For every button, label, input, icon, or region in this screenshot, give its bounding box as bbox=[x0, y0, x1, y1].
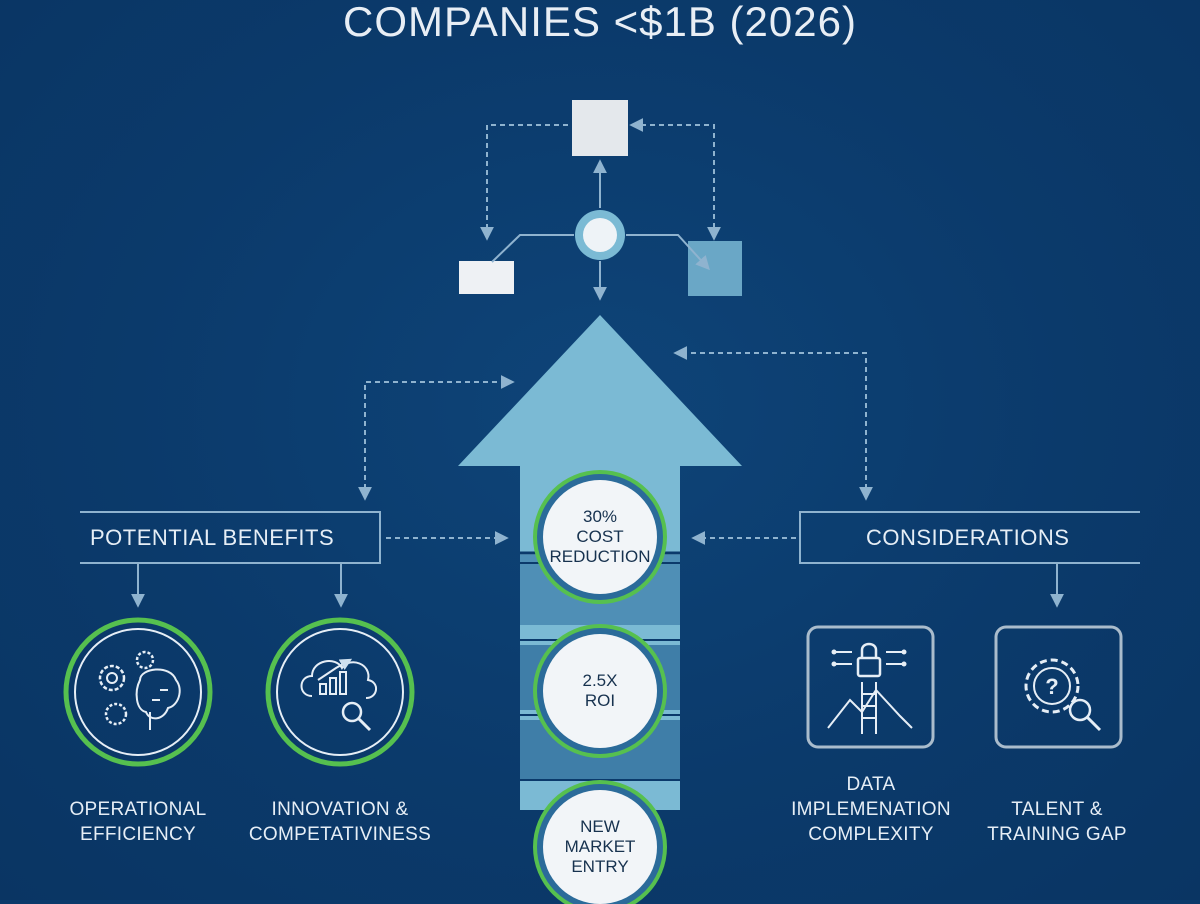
metric-label: REDUCTION bbox=[549, 547, 651, 566]
metric-label: MARKET bbox=[564, 837, 636, 856]
caption-talent-gap: TALENT & TRAINING GAP bbox=[957, 797, 1157, 847]
gears-brain-icon bbox=[63, 617, 213, 767]
connector-benefits-up bbox=[358, 375, 515, 501]
connector-top-right bbox=[629, 118, 721, 241]
connector-considerations-up bbox=[673, 346, 873, 501]
caption-operational-efficiency: OPERATIONAL EFFICIENCY bbox=[38, 797, 238, 847]
branch-benefits bbox=[137, 563, 341, 605]
svg-text:?: ? bbox=[1045, 674, 1058, 699]
metric-label: ROI bbox=[584, 691, 616, 710]
metric-new-market-entry: NEW MARKET ENTRY bbox=[543, 790, 657, 904]
right-node-box bbox=[688, 241, 742, 296]
metric-value: 30% bbox=[582, 507, 618, 526]
caption-line: COMPETATIVINESS bbox=[248, 824, 432, 845]
considerations-label-frame bbox=[799, 511, 1140, 564]
caption-data-complexity: DATA IMPLEMENATION COMPLEXITY bbox=[771, 772, 971, 847]
connector-hub-left bbox=[491, 234, 574, 263]
considerations-label: CONSIDERATIONS bbox=[866, 525, 1070, 550]
caption-line: EFFICIENCY bbox=[80, 824, 196, 845]
caption-line: DATA bbox=[846, 774, 896, 795]
caption-line: INNOVATION & bbox=[271, 799, 409, 820]
benefits-label: POTENTIAL BENEFITS bbox=[90, 525, 335, 550]
connector-top-left bbox=[480, 124, 568, 241]
metric-value: 2.5X bbox=[582, 671, 618, 690]
gear-question-icon: ? bbox=[994, 625, 1123, 749]
caption-line: OPERATIONAL bbox=[69, 799, 207, 820]
lock-ladder-icon bbox=[806, 625, 935, 749]
benefits-label-frame bbox=[80, 511, 381, 564]
metric-roi: 2.5X ROI bbox=[543, 634, 657, 748]
caption-innovation: INNOVATION & COMPETATIVINESS bbox=[240, 797, 440, 847]
connector-hub-right bbox=[626, 234, 710, 271]
hub-node-center bbox=[583, 218, 617, 252]
caption-line: IMPLEMENATION bbox=[791, 799, 951, 820]
page-title: COMPANIES <$1B (2026) bbox=[343, 0, 857, 45]
caption-line: COMPLEXITY bbox=[808, 824, 934, 845]
metric-label: COST bbox=[576, 527, 624, 546]
metric-label: NEW bbox=[580, 817, 620, 836]
left-node-box bbox=[459, 261, 514, 294]
cloud-growth-chart-icon bbox=[265, 617, 415, 767]
metric-label: ENTRY bbox=[571, 857, 629, 876]
top-node-box bbox=[572, 100, 628, 156]
metric-cost-reduction: 30% COST REDUCTION bbox=[543, 480, 657, 594]
caption-line: TALENT & bbox=[1011, 799, 1103, 820]
caption-line: TRAINING GAP bbox=[987, 824, 1127, 845]
